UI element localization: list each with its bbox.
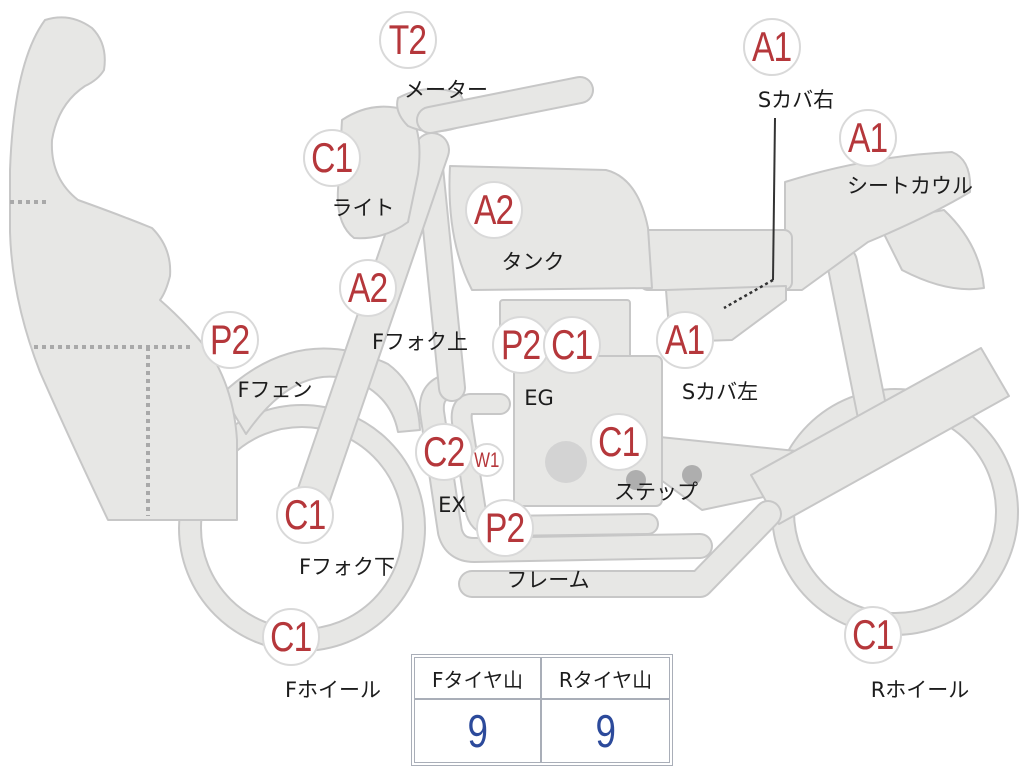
grade-code: P2 — [485, 504, 525, 551]
front-fork — [296, 134, 448, 516]
grade-marker-engine-2: C1 — [543, 316, 601, 374]
part-label-seat-cowl: シートカウル — [847, 174, 973, 198]
tire-tread-table: Fタイヤ山 Rタイヤ山 9 9 — [411, 654, 673, 766]
grade-marker-front-fender: P2 — [201, 311, 259, 369]
grade-code: C1 — [551, 321, 593, 368]
grade-marker-exhaust-1: C2 — [415, 423, 473, 481]
part-label-fork-upper: Fフォク上 — [371, 330, 469, 354]
grade-code: A2 — [474, 186, 514, 233]
grade-code: C1 — [311, 134, 353, 181]
frame-rail — [460, 502, 780, 596]
engine-cover — [545, 441, 587, 483]
part-label-tank: タンク — [501, 250, 565, 274]
grade-code: C1 — [852, 611, 894, 658]
grade-marker-side-cover-left: A1 — [656, 311, 714, 369]
handlebar — [418, 78, 592, 132]
part-label-frame: フレーム — [506, 568, 590, 592]
front-tire-tread-header: Fタイヤ山 — [415, 658, 542, 700]
grade-marker-seat-cowl: A1 — [839, 109, 897, 167]
grade-code: P2 — [210, 316, 250, 363]
grade-code: T2 — [389, 16, 427, 63]
part-label-fork-lower: Fフォク下 — [298, 555, 396, 579]
part-label-side-cover-right: Sカバ右 — [757, 88, 835, 112]
grade-code: A2 — [348, 264, 388, 311]
front-fairing — [9, 16, 238, 521]
part-label-step: ステップ — [614, 480, 698, 504]
down-tube — [418, 156, 464, 400]
grade-code: W1 — [474, 448, 500, 472]
rear-tire-tread-cell: 9 — [542, 700, 669, 762]
grade-marker-meter: T2 — [379, 11, 437, 69]
grade-code: C1 — [598, 418, 640, 465]
grade-code: C1 — [270, 613, 312, 660]
part-label-light: ライト — [331, 196, 395, 220]
grade-marker-fork-upper: A2 — [339, 259, 397, 317]
part-label-front-wheel: Fホイール — [284, 678, 382, 702]
part-label-meter: メーター — [404, 78, 488, 102]
grade-marker-rear-wheel: C1 — [844, 606, 902, 664]
grade-marker-tank: A2 — [465, 181, 523, 239]
rear-strut — [828, 248, 886, 426]
part-label-side-cover-left: Sカバ左 — [681, 380, 759, 404]
pointer-line-side-cover-right — [772, 117, 776, 281]
grade-marker-fork-lower: C1 — [276, 486, 334, 544]
grade-code: A1 — [848, 114, 888, 161]
grade-code: P2 — [501, 321, 541, 368]
grade-marker-frame: P2 — [476, 499, 534, 557]
grade-marker-side-cover-right: A1 — [743, 18, 801, 76]
headlight — [336, 105, 421, 240]
grade-marker-exhaust-2: W1 — [470, 443, 504, 477]
grade-marker-engine-1: P2 — [492, 316, 550, 374]
step-peg-front — [626, 470, 646, 490]
grade-code: C1 — [284, 491, 326, 538]
grade-marker-step: C1 — [590, 413, 648, 471]
tail-fin — [877, 209, 985, 291]
rear-tire-tread-value: 9 — [595, 705, 616, 757]
part-label-front-fender: Fフェン — [237, 378, 313, 402]
front-tire-tread-value: 9 — [467, 705, 488, 757]
grade-marker-light: C1 — [303, 129, 361, 187]
part-label-engine: EG — [524, 386, 554, 410]
step-peg-rear — [682, 465, 702, 485]
seat — [639, 229, 793, 291]
grade-code: C2 — [423, 428, 465, 475]
rear-tire-tread-header: Rタイヤ山 — [542, 658, 669, 700]
part-label-exhaust: EX — [438, 493, 466, 517]
grade-code: A1 — [665, 316, 705, 363]
grade-marker-front-wheel: C1 — [262, 608, 320, 666]
front-tire-tread-cell: 9 — [415, 700, 542, 762]
part-label-rear-wheel: Rホイール — [870, 678, 970, 702]
grade-code: A1 — [752, 23, 792, 70]
